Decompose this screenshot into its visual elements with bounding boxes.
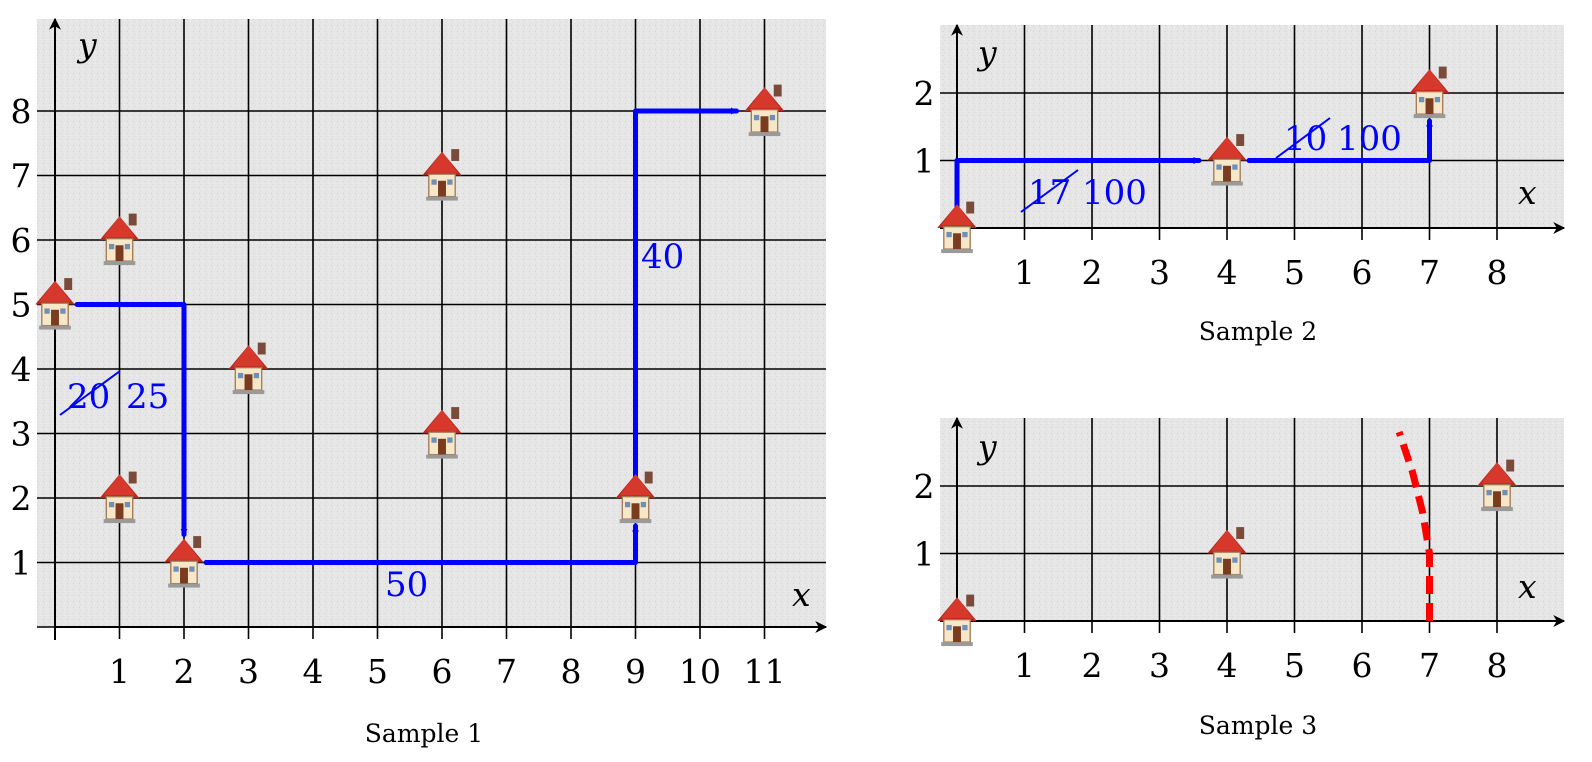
- cut-line: [1395, 430, 1433, 621]
- x-tick-label: 6: [432, 652, 453, 691]
- x-axis-label: x: [792, 575, 811, 614]
- tick-labels: 1 2 3 4 5 6 7 8 1 2: [914, 467, 1508, 685]
- x-tick-label: 5: [1284, 646, 1305, 685]
- panel-sample-3: 1 2 3 4 5 6 7 8 1 2 x y Sample 3: [914, 416, 1566, 740]
- x-tick-label: 3: [238, 652, 259, 691]
- y-tick-label: 5: [11, 286, 32, 325]
- edge-weight-new: 25: [126, 377, 169, 417]
- y-tick-label: 8: [11, 92, 32, 131]
- x-tick-label: 1: [109, 652, 130, 691]
- y-tick-label: 1: [11, 544, 32, 583]
- x-tick-label: 4: [1217, 253, 1238, 292]
- panel-background: [940, 418, 1564, 621]
- edge-label-2: 10 100: [1275, 117, 1402, 159]
- x-tick-label: 2: [174, 652, 195, 691]
- panel-background: [37, 19, 826, 627]
- panel-sample-2: 1 2 3 4 5 6 7 8 1 2 x y 17 100 10 100 Sample 2: [914, 23, 1566, 346]
- x-tick-label: 1: [1014, 253, 1035, 292]
- y-tick-label: 1: [914, 535, 935, 574]
- dashed-cut-line: [1395, 430, 1433, 621]
- x-tick-label: 11: [744, 652, 786, 691]
- y-tick-label: 4: [11, 350, 32, 389]
- x-tick-label: 3: [1149, 646, 1170, 685]
- x-tick-label: 4: [303, 652, 324, 691]
- y-tick-label: 3: [11, 415, 32, 454]
- x-tick-label: 3: [1149, 253, 1170, 292]
- route-arrow: [954, 157, 1202, 209]
- routes: [74, 107, 739, 565]
- y-tick-label: 2: [11, 479, 32, 518]
- x-tick-label: 9: [625, 652, 646, 691]
- route-arrow: [203, 523, 639, 565]
- x-tick-label: 2: [1082, 253, 1103, 292]
- route-arrow: [633, 107, 739, 479]
- y-tick-label: 6: [11, 221, 32, 260]
- strike-through: [59, 370, 121, 416]
- y-tick-label: 7: [11, 157, 32, 196]
- x-tick-label: 10: [679, 652, 721, 691]
- route-arrow: [74, 302, 188, 537]
- panel-caption: Sample 2: [1199, 317, 1317, 346]
- edge-label-1: 17 100: [1020, 169, 1147, 213]
- edge-weight-new: 100: [1337, 119, 1402, 159]
- y-axis-label: y: [976, 427, 997, 466]
- y-tick-label: 1: [914, 142, 935, 181]
- x-tick-label: 8: [1487, 646, 1508, 685]
- edge-label-2: 50: [385, 565, 428, 605]
- x-tick-label: 7: [496, 652, 517, 691]
- panel-caption: Sample 3: [1199, 711, 1317, 740]
- x-tick-label: 5: [367, 652, 388, 691]
- edge-weight-new: 100: [1082, 173, 1147, 213]
- routes: [954, 118, 1433, 209]
- x-tick-label: 2: [1082, 646, 1103, 685]
- x-tick-label: 7: [1419, 253, 1440, 292]
- strike-through: [1275, 117, 1331, 159]
- x-axis-label: x: [1518, 173, 1537, 212]
- tick-labels: 1 2 3 4 5 6 7 8 1 2: [914, 74, 1508, 292]
- edge-label-1: 20 25: [59, 370, 169, 417]
- x-tick-label: 8: [561, 652, 582, 691]
- y-axis-label: y: [976, 33, 997, 72]
- x-tick-label: 8: [1487, 253, 1508, 292]
- grid: [940, 418, 1564, 633]
- strike-through: [1020, 169, 1079, 213]
- y-tick-label: 2: [914, 74, 935, 113]
- y-tick-label: 2: [914, 467, 935, 506]
- x-tick-label: 6: [1352, 646, 1373, 685]
- edge-label-3: 40: [641, 237, 684, 277]
- grid: [37, 19, 826, 639]
- y-axis-label: y: [76, 25, 97, 64]
- x-tick-label: 4: [1217, 646, 1238, 685]
- x-tick-label: 5: [1284, 253, 1305, 292]
- grid: [940, 25, 1564, 240]
- route-arrow: [1246, 118, 1433, 163]
- x-tick-label: 6: [1352, 253, 1373, 292]
- x-tick-label: 1: [1014, 646, 1035, 685]
- panel-caption: Sample 1: [365, 719, 483, 748]
- x-tick-label: 7: [1419, 646, 1440, 685]
- x-axis-label: x: [1518, 567, 1537, 606]
